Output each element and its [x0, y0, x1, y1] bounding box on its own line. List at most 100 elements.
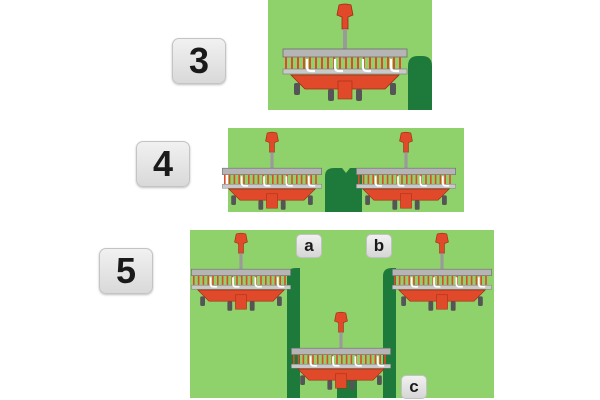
tine	[345, 354, 348, 365]
tine	[430, 174, 432, 185]
wheel	[231, 195, 236, 205]
lane-c-label: c	[401, 375, 427, 399]
tine	[444, 174, 446, 185]
rake-lower-frame	[392, 284, 492, 290]
wheel	[277, 296, 282, 306]
tine	[245, 275, 248, 286]
tine	[302, 354, 305, 365]
tine	[449, 174, 451, 185]
wheel	[249, 301, 255, 311]
tine	[461, 275, 463, 286]
rake-lower-frame	[191, 284, 291, 290]
hook	[232, 277, 240, 288]
tine	[413, 275, 415, 286]
hitch-icon	[334, 311, 348, 333]
wheel	[401, 296, 406, 306]
tine	[372, 174, 374, 185]
hitch-icon	[399, 131, 413, 153]
tine	[269, 275, 272, 286]
hook	[410, 277, 418, 288]
tine	[377, 174, 379, 185]
hook	[240, 176, 248, 187]
towbar	[440, 253, 444, 278]
rake-machine-step-3	[282, 3, 408, 101]
rake-lower-frame	[222, 183, 322, 189]
tine	[260, 275, 262, 286]
wheel	[478, 296, 483, 306]
hook	[263, 176, 271, 187]
tine	[238, 174, 240, 185]
wheel	[390, 83, 396, 95]
tine	[451, 275, 454, 286]
tine	[307, 354, 309, 365]
tine	[439, 174, 442, 185]
tine	[233, 174, 236, 185]
wheel	[414, 200, 420, 210]
hitch-icon	[265, 131, 279, 153]
tine	[281, 174, 284, 185]
windrow-step-3	[408, 56, 432, 110]
rake-beam	[392, 268, 492, 276]
hook	[455, 277, 463, 288]
tine	[274, 275, 277, 286]
tine	[257, 174, 260, 185]
tine	[224, 174, 226, 185]
tine	[466, 275, 468, 286]
towbar	[404, 152, 408, 177]
tine	[480, 275, 482, 286]
tine	[403, 275, 406, 286]
hook	[333, 59, 343, 73]
step-3-badge: 3	[172, 38, 226, 84]
tine	[305, 174, 308, 185]
tine	[399, 57, 401, 69]
tine	[350, 354, 353, 365]
rake-beam	[222, 167, 322, 175]
tine	[369, 354, 372, 365]
tine	[381, 57, 383, 69]
hook	[307, 176, 316, 187]
tine	[321, 57, 323, 69]
tine	[367, 174, 370, 185]
tine	[375, 57, 377, 69]
tine	[197, 275, 200, 286]
tine	[401, 174, 403, 185]
hook	[332, 356, 340, 367]
tine	[221, 275, 224, 286]
rake-beam	[356, 167, 456, 175]
tine	[267, 174, 269, 185]
tine	[315, 57, 317, 69]
wheel	[377, 375, 382, 385]
hook	[397, 176, 405, 187]
rake-beam	[291, 347, 391, 355]
tine	[207, 275, 209, 286]
tine	[427, 275, 430, 286]
tine	[300, 174, 303, 185]
tine	[265, 275, 267, 286]
rake-beam	[191, 268, 291, 276]
tine	[415, 174, 418, 185]
tine	[339, 57, 341, 69]
tine	[276, 174, 279, 185]
tine	[351, 57, 353, 69]
tine	[193, 275, 195, 286]
tine	[310, 174, 312, 185]
tine	[425, 174, 427, 185]
tine	[248, 174, 250, 185]
rake-center-body	[337, 80, 353, 100]
wheel	[258, 200, 264, 210]
hitch-icon	[234, 232, 248, 254]
hook	[433, 277, 441, 288]
tine	[279, 275, 281, 286]
rake-center-body	[235, 294, 247, 310]
tine	[446, 275, 449, 286]
tine	[296, 174, 298, 185]
tine	[384, 354, 386, 365]
tine	[236, 275, 238, 286]
tine	[442, 275, 444, 286]
tine	[379, 354, 381, 365]
tine	[315, 174, 317, 185]
hook	[354, 356, 362, 367]
tine	[212, 275, 214, 286]
hook	[477, 277, 486, 288]
